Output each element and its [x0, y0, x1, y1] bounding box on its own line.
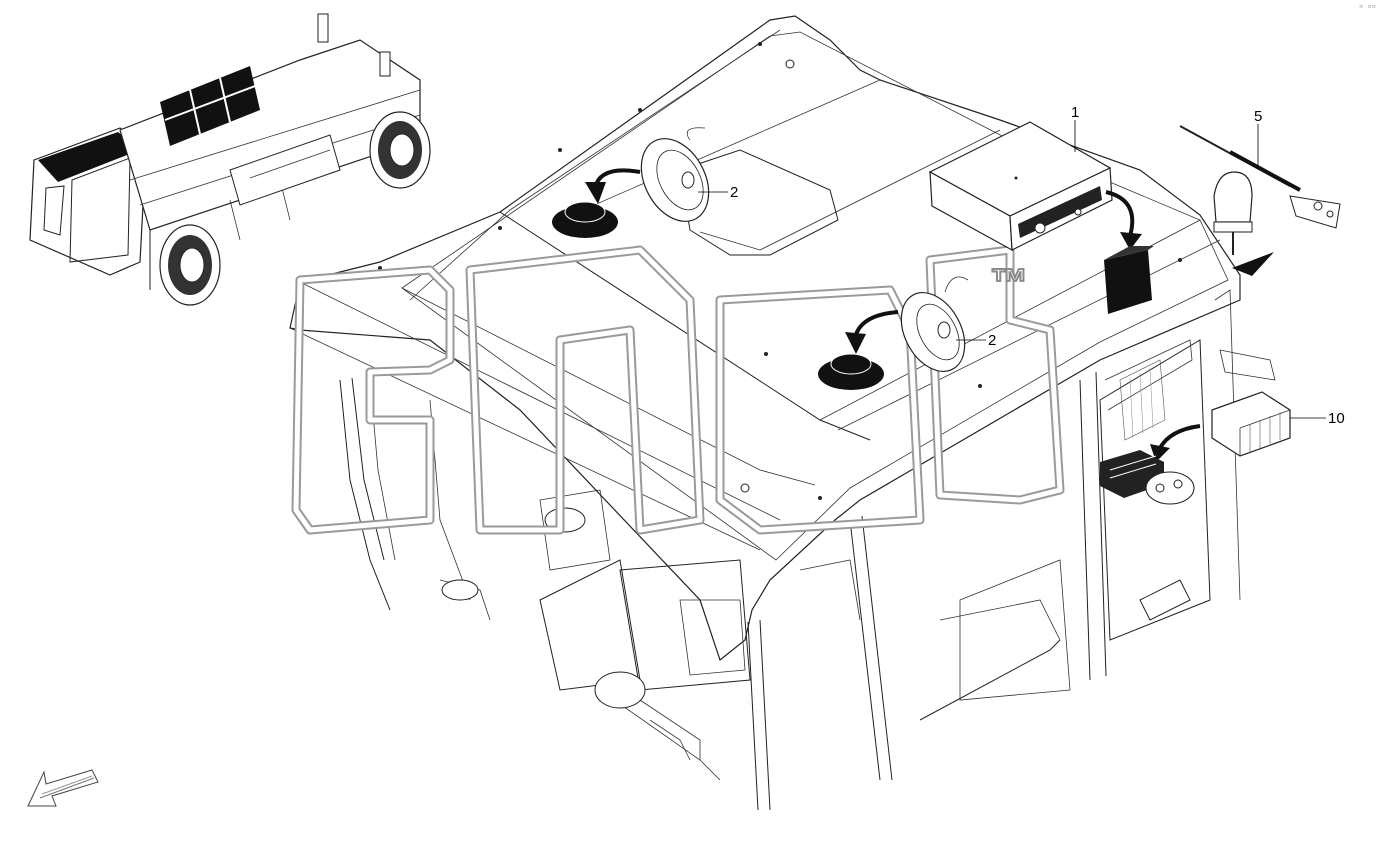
- machine-overview-icon: [29, 13, 431, 306]
- callout-2-bottom: 2: [988, 332, 997, 349]
- corner-mark: ▫ ▫▫: [1359, 2, 1376, 10]
- callout-5: 5: [1254, 108, 1263, 125]
- beacon-icon: [1213, 171, 1253, 255]
- callout-10: 10: [1328, 410, 1345, 427]
- direction-arrow-icon: [27, 769, 99, 807]
- cab-interior: [339, 289, 1276, 811]
- leader-lines: [698, 120, 1326, 419]
- callout-2-top: 2: [730, 184, 739, 201]
- watermark-trademark: ™: [989, 261, 1029, 305]
- radio-unit-icon: [928, 121, 1113, 252]
- callout-1: 1: [1071, 104, 1080, 121]
- cab-roof: [289, 15, 1241, 662]
- control-box: [1104, 246, 1154, 314]
- speaker-icon: [552, 127, 969, 390]
- antenna-icon: [1179, 125, 1341, 229]
- watermark-logo: [291, 245, 1065, 535]
- arrows: [585, 168, 1274, 462]
- converter-icon: [1100, 391, 1291, 505]
